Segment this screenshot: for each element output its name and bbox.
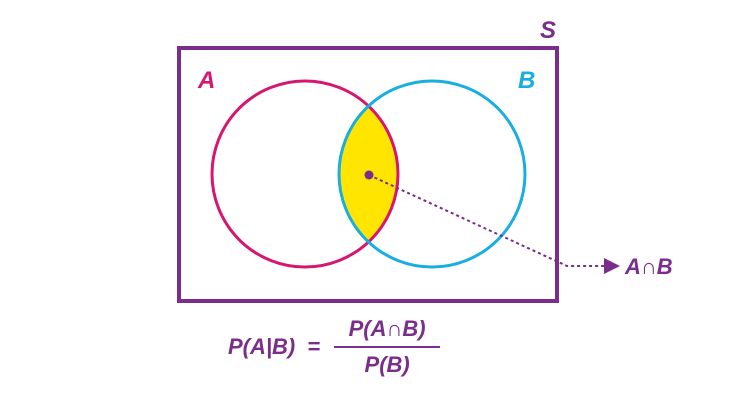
conditional-probability-formula: P(A|B) = P(A∩B) P(B) <box>228 316 441 378</box>
formula-lhs: P(A|B) <box>228 334 296 359</box>
formula-equals: = <box>307 334 321 359</box>
formula-denominator: P(B) <box>364 352 410 377</box>
set-a-circle <box>210 79 400 269</box>
sample-space-frame <box>177 46 559 303</box>
formula-numerator: P(A∩B) <box>348 316 426 341</box>
intersection-pointer-line <box>368 174 620 274</box>
formula-fraction: P(A∩B) P(B) <box>334 316 441 378</box>
intersection-label: A∩B <box>624 254 673 279</box>
set-b-label: B <box>518 67 535 94</box>
set-b-circle <box>337 79 527 269</box>
sample-space-label: S <box>540 17 556 44</box>
fraction-bar <box>334 346 441 348</box>
set-a-label: A <box>197 67 215 94</box>
